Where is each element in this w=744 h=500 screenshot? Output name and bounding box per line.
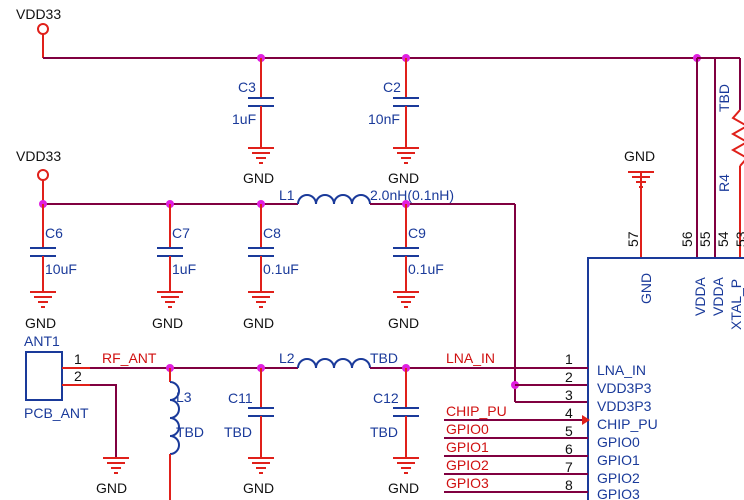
resistor-r4: TBD R4 [716,58,744,258]
c3-ref: C3 [238,79,256,95]
ant1-ref: ANT1 [24,333,60,349]
c3-value: 1uF [232,111,256,127]
gnd-pin57-label: GND [624,148,655,164]
pin-8-name: GPIO3 [597,486,640,500]
c12-value: TBD [370,424,398,440]
pin-4-name: CHIP_PU [597,416,658,432]
pin-54-name: XTAL_P [728,279,744,330]
pin-4-num: 4 [565,405,573,421]
c9-ref: C9 [408,225,426,241]
capacitor-c12: C12 TBD GND [370,368,419,496]
ant1-pin1: 1 [74,351,82,367]
ant1-pin2: 2 [74,368,82,384]
inductor-l2: L2 TBD [279,350,398,369]
vdd33-top-label: VDD33 [16,6,61,22]
c6-gnd: GND [25,315,56,331]
pin-3-num: 3 [565,387,573,403]
c7-ref: C7 [172,225,190,241]
l2-ref: L2 [279,350,295,366]
r4-value: TBD [716,84,732,112]
c9-value: 0.1uF [408,261,444,277]
pin-57-name: GND [638,273,654,304]
antenna-ant1: ANT1 1 2 PCB_ANT [24,333,90,421]
c8-value: 0.1uF [263,261,299,277]
c7-gnd: GND [152,315,183,331]
capacitor-c9: C9 0.1uF GND [388,204,444,331]
pin-1-num: 1 [565,351,573,367]
pin-57-num: 57 [625,231,641,247]
gpio1-label: GPIO1 [446,439,489,455]
c12-ref: C12 [373,390,399,406]
pin-8-num: 8 [565,477,573,493]
c8-ref: C8 [263,225,281,241]
vdd33-second: VDD33 [16,148,61,204]
pin-2-num: 2 [565,369,573,385]
pin-7-name: GPIO2 [597,470,640,486]
capacitor-c7: C7 1uF GND [152,204,196,331]
l3-ref: L3 [176,389,192,405]
c8-gnd: GND [243,315,274,331]
gpio0-label: GPIO0 [446,421,489,437]
pin-56-num: 56 [679,231,695,247]
c9-gnd: GND [388,315,419,331]
gpio3-label: GPIO3 [446,475,489,491]
pin-1-name: LNA_IN [597,362,646,378]
c11-value: TBD [224,424,252,440]
lna-in-label: LNA_IN [446,350,495,366]
ic-top-pins: 57 GND 56 VDDA 55 VDDA 54 XTAL_P 53 [625,231,744,330]
gpio-nets: CHIP_PU GPIO0 GPIO1 GPIO2 GPIO3 [444,403,588,493]
c11-ref: C11 [228,390,253,406]
c7-value: 1uF [172,261,196,277]
inductor-l1: L1 2.0nH(0.1nH) [279,187,454,205]
pin-7-num: 7 [565,459,573,475]
r4-ref: R4 [716,174,732,192]
c2-ref: C2 [383,79,401,95]
capacitor-c2: C2 10nF GND [368,58,419,186]
capacitor-c8: C8 0.1uF GND [243,204,299,331]
pin-55-num: 55 [697,231,713,247]
pin-2-name: VDD3P3 [597,380,652,396]
c12-gnd: GND [388,480,419,496]
pin-6-name: GPIO1 [597,452,640,468]
c2-value: 10nF [368,111,400,127]
capacitor-c6: C6 10uF GND [25,204,77,331]
c3-gnd: GND [243,170,274,186]
c6-value: 10uF [45,261,77,277]
l1-value: 2.0nH(0.1nH) [370,187,454,203]
pin-6-num: 6 [565,441,573,457]
ic-left-pins: 1 LNA_IN 2 VDD3P3 3 VDD3P3 4 CHIP_PU 5 G… [565,351,658,500]
l3-value: TBD [176,424,204,440]
chip-pu-label: CHIP_PU [446,403,507,419]
capacitor-c11: C11 TBD GND [224,368,274,496]
ant-gnd: GND [96,457,129,496]
pin-54-num: 54 [715,231,731,247]
pin-3-name: VDD3P3 [597,398,652,414]
ant1-value: PCB_ANT [24,405,89,421]
c11-gnd: GND [243,480,274,496]
c2-gnd: GND [388,170,419,186]
pin-55-name: VDDA [710,276,726,316]
pin-5-num: 5 [565,423,573,439]
vdd33-second-label: VDD33 [16,148,61,164]
l2-value: TBD [370,350,398,366]
inductor-l3: L3 TBD [169,368,204,500]
rf-ant-label: RF_ANT [102,350,157,366]
pin-5-name: GPIO0 [597,434,640,450]
ic-chip: 57 GND 56 VDDA 55 VDDA 54 XTAL_P 53 1 LN… [565,231,744,500]
ant-gnd-label: GND [96,480,127,496]
vdd33-top: VDD33 [16,6,61,58]
c6-ref: C6 [45,225,63,241]
l1-ref: L1 [279,187,295,203]
pin-56-name: VDDA [692,276,708,316]
pin-53-num: 53 [733,231,744,247]
gpio2-label: GPIO2 [446,457,489,473]
gnd-pin57: GND [624,148,655,258]
capacitor-c3: C3 1uF GND [232,58,274,186]
